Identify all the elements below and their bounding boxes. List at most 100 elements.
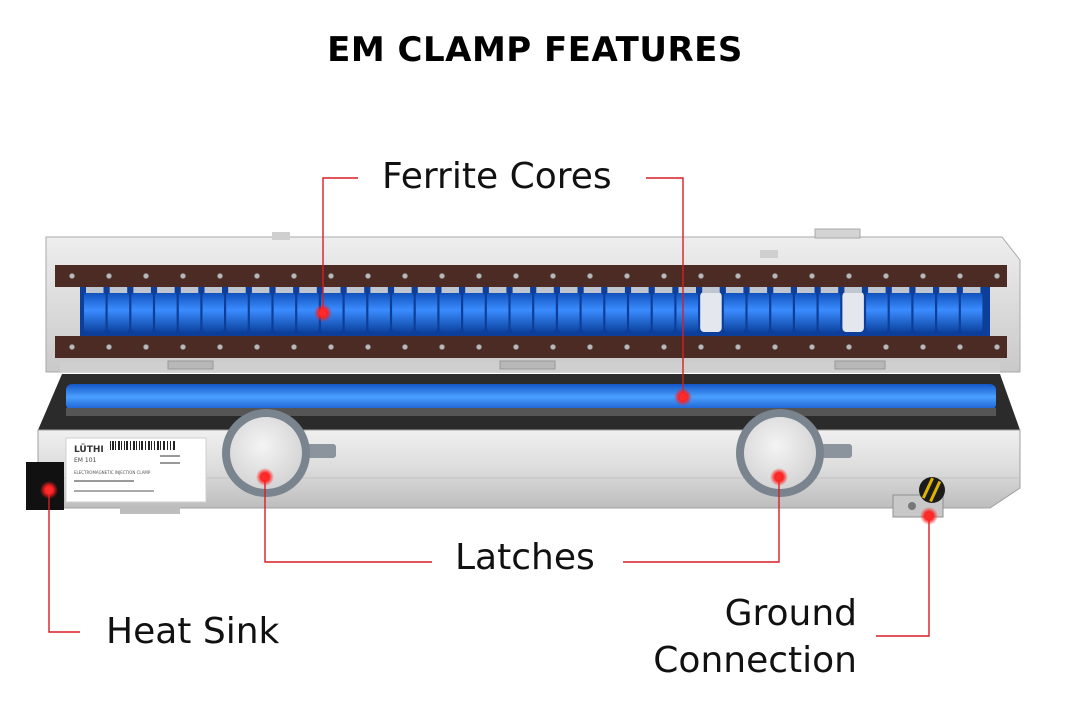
core-clip xyxy=(868,287,886,293)
core-clip xyxy=(180,287,199,293)
core-clip xyxy=(512,287,531,293)
core-clip xyxy=(536,287,554,293)
label-heat-sink: Heat Sink xyxy=(106,611,280,652)
device-label-plate: LÜTHI EM 101 ELECTROMAGNETIC INJECTION C… xyxy=(65,437,207,503)
screw xyxy=(735,273,741,279)
screw xyxy=(698,344,704,350)
screw xyxy=(624,344,630,350)
core-clip xyxy=(702,287,720,293)
ferrite-core xyxy=(913,292,935,332)
core-spacer xyxy=(842,292,864,332)
screw xyxy=(883,273,889,279)
screw xyxy=(587,344,593,350)
screw xyxy=(476,344,482,350)
screw xyxy=(365,344,371,350)
core-clip xyxy=(133,287,151,293)
screw xyxy=(624,273,630,279)
core-clip xyxy=(939,287,957,293)
screw xyxy=(661,273,667,279)
callout-line-ground xyxy=(876,516,930,637)
ferrite-core xyxy=(344,292,367,332)
screw xyxy=(957,273,963,279)
barcode xyxy=(110,441,175,450)
hinges xyxy=(60,360,1000,372)
core-clip xyxy=(465,287,483,293)
screw xyxy=(476,273,482,279)
core-clip xyxy=(844,287,862,293)
screw xyxy=(920,344,926,350)
ferrite-core xyxy=(155,292,177,332)
ferrite-core xyxy=(629,292,651,332)
ferrite-core xyxy=(297,292,319,332)
label-latches: Latches xyxy=(455,537,595,578)
ferrite-core xyxy=(415,292,438,332)
core-clip xyxy=(370,287,388,293)
ferrite-core xyxy=(84,292,106,332)
screw xyxy=(772,344,778,350)
screw xyxy=(143,344,149,350)
core-clip xyxy=(417,287,436,293)
core-clip xyxy=(773,287,791,293)
ferrite-core xyxy=(889,292,912,332)
screw xyxy=(291,344,297,350)
ferrite-core xyxy=(747,292,770,332)
screw xyxy=(698,273,704,279)
core-clip xyxy=(607,287,625,293)
core-clip xyxy=(915,287,933,293)
screw xyxy=(883,344,889,350)
screw xyxy=(180,344,186,350)
screw xyxy=(402,344,408,350)
core-clip xyxy=(488,287,507,293)
core-clip xyxy=(891,287,910,293)
core-clip xyxy=(820,287,839,293)
screw xyxy=(846,273,852,279)
screw xyxy=(439,344,445,350)
callout-dots xyxy=(40,304,938,525)
device-brand: LÜTHI xyxy=(74,444,104,455)
core-clip xyxy=(654,287,673,293)
ferrite-core xyxy=(439,292,461,332)
screw xyxy=(735,344,741,350)
core-clip xyxy=(204,287,222,293)
callout-line-ferrite-left xyxy=(322,177,358,313)
ferrite-core xyxy=(818,292,841,332)
screw xyxy=(513,344,519,350)
screw xyxy=(217,344,223,350)
core-clip xyxy=(157,287,175,293)
ferrite-core xyxy=(226,292,248,332)
screw xyxy=(550,273,556,279)
screw xyxy=(254,344,260,350)
screw xyxy=(587,273,593,279)
screw xyxy=(180,273,186,279)
callout-lines xyxy=(48,177,930,637)
ferrite-core xyxy=(866,292,888,332)
callout-line-ferrite-right xyxy=(646,177,684,397)
ferrite-core xyxy=(107,292,130,332)
ferrite-core xyxy=(202,292,224,332)
screw xyxy=(439,273,445,279)
page-title: EM CLAMP FEATURES xyxy=(327,30,743,70)
lower-ferrite-channel xyxy=(38,374,1020,430)
label-ground-line1: Ground xyxy=(724,593,857,634)
ferrite-core xyxy=(534,292,556,332)
ferrite-core xyxy=(178,292,201,332)
callout-line-latches-left xyxy=(264,477,432,563)
screw xyxy=(809,344,815,350)
ferrite-core xyxy=(652,292,675,332)
ferrite-core xyxy=(771,292,793,332)
screw xyxy=(920,273,926,279)
core-spacer xyxy=(700,292,722,332)
screw xyxy=(957,344,963,350)
screw xyxy=(550,344,556,350)
ferrite-core xyxy=(676,292,698,332)
device-model: EM 101 xyxy=(74,457,97,464)
screw xyxy=(994,273,1000,279)
screw xyxy=(143,273,149,279)
ferrite-core xyxy=(558,292,580,332)
core-clip xyxy=(631,287,649,293)
core-clip xyxy=(678,287,696,293)
ferrite-core xyxy=(273,292,296,332)
screw xyxy=(291,273,297,279)
core-clip xyxy=(346,287,365,293)
